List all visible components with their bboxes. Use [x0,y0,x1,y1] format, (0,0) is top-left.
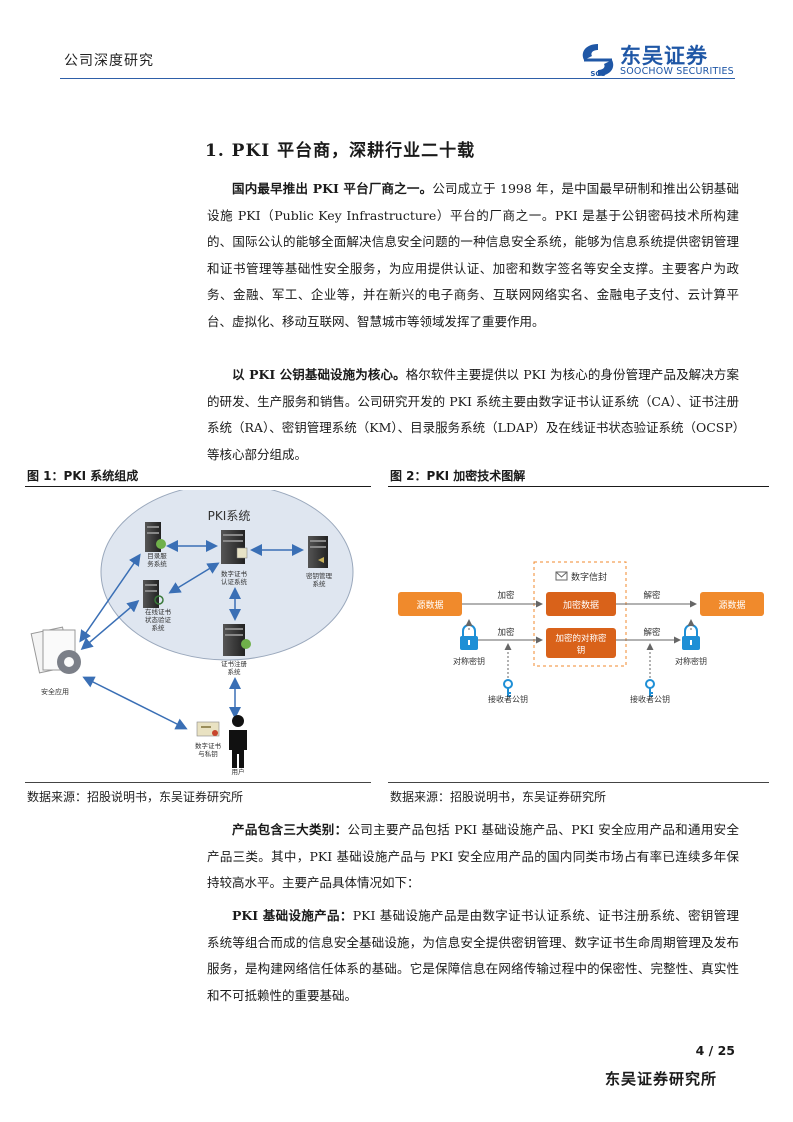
svg-text:系统: 系统 [228,667,242,676]
encrypted-data-box [546,592,616,616]
paragraph-2: 以 PKI 公钥基础设施为核心。格尔软件主要提供以 PKI 为核心的身份管理产品… [207,362,739,468]
svg-text:系统: 系统 [152,623,166,632]
svg-text:系统: 系统 [313,579,327,588]
cert-label: 数字证书 [195,741,222,750]
figure-2-diagram: 数字信封 源数据 源数据 加密数据 加密的对称密 钥 加密 解密 加密 解密 对… [398,561,764,704]
paragraph-2-lead: 以 PKI 公钥基础设施为核心。 [232,367,406,382]
figure-2-source: 数据来源：招股说明书，东吴证券研究所 [390,790,607,804]
figure-1-diagram: PKI系统 目录服 务系统 数字证书 认证系统 密钥管理 系统 在线证书 状态验… [30,490,354,776]
paragraph-1: 国内最早推出 PKI 平台厂商之一。公司成立于 1998 年，是中国最早研制和推… [207,176,739,335]
encrypted-key-label-line1: 加密的对称密 [555,633,607,644]
km-server-icon [308,536,328,568]
public-key-right-icon [645,679,655,697]
sym-key-right-label: 对称密钥 [675,656,707,666]
paragraph-3-body: 公司主要产品包括 PKI 基础设施产品、PKI 安全应用产品和通用安全产品三类。… [207,822,739,890]
ra-label: 证书注册 [221,659,248,668]
figure-2-bottom-rule [388,782,769,783]
page-number: 4 / 25 [695,1043,735,1058]
source-data-left-box [398,592,462,616]
directory-server-icon [145,522,166,552]
source-data-left-label: 源数据 [416,599,443,611]
sym-key-left-label: 对称密钥 [453,656,485,666]
svg-text:状态验证: 状态验证 [145,615,172,624]
source-data-right-box [700,592,764,616]
encrypted-key-label-line2: 钥 [577,645,586,656]
user-label: 用户 [232,767,245,776]
digital-envelope-box [533,561,627,667]
paragraph-2-body: 格尔软件主要提供以 PKI 为核心的身份管理产品及解决方案的研发、生产服务和销售… [207,367,739,462]
certificate-icon [196,721,220,737]
envelope-icon [555,571,568,581]
svg-text:务系统: 务系统 [147,559,167,568]
encrypt-label-2: 加密 [497,627,515,638]
source-data-right-label: 源数据 [718,599,745,611]
envelope-label: 数字信封 [571,571,607,583]
ra-server-icon [223,624,251,656]
decrypt-label-1: 解密 [643,590,661,601]
arrow-app-ocsp [80,600,140,650]
paragraph-3-lead: 产品包含三大类别： [232,822,348,837]
directory-label: 目录服 [147,552,167,560]
app-label: 安全应用 [41,687,69,696]
brand-logo-icon: SCS [582,44,614,78]
pubkey-left-label: 接收者公钥 [488,694,528,704]
decrypt-label-2: 解密 [643,627,661,638]
security-app-icon [30,626,81,674]
section-label: 公司深度研究 [64,53,154,69]
pki-cluster-label: PKI系统 [208,509,251,523]
paragraph-1-body: 公司成立于 1998 年，是中国最早研制和推出公钥基础设施 PKI（Public… [207,181,739,329]
paragraph-3: 产品包含三大类别：公司主要产品包括 PKI 基础设施产品、PKI 安全应用产品和… [207,817,739,897]
svg-text:认证系统: 认证系统 [221,577,248,586]
figure-1-bottom-rule [25,782,371,783]
public-key-left-icon [503,679,513,697]
encrypted-key-box [546,628,616,658]
figure-2-title: 图 2：PKI 加密技术图解 [390,469,526,483]
paragraph-4-lead: PKI 基础设施产品： [232,908,353,923]
paragraph-4: PKI 基础设施产品：PKI 基础设施产品是由数字证书认证系统、证书注册系统、密… [207,903,739,1009]
figure-2-top-rule [388,486,769,487]
paragraph-4-body: PKI 基础设施产品是由数字证书认证系统、证书注册系统、密钥管理系统等组合而成的… [207,908,739,1003]
ca-label: 数字证书 [221,569,248,578]
ocsp-server-icon [143,580,164,608]
header-divider [60,78,735,79]
footer-company: 东吴证券研究所 [604,1070,717,1088]
ca-server-icon [221,530,248,564]
encrypt-label-1: 加密 [497,590,515,601]
figure-1-title: 图 1：PKI 系统组成 [27,469,139,483]
figure-1-source: 数据来源：招股说明书，东吴证券研究所 [27,790,244,804]
brand-mark: SCS [590,70,605,78]
arrow-ocsp-ca [168,562,220,594]
pubkey-right-label: 接收者公钥 [630,694,670,704]
encrypted-data-label: 加密数据 [563,599,599,611]
arrow-app-cert [82,676,188,730]
paragraph-1-lead: 国内最早推出 PKI 平台厂商之一。 [232,181,433,196]
user-icon [229,715,247,768]
brand-name-en: SOOCHOW SECURITIES [620,66,734,77]
section-heading: 1. PKI 平台商，深耕行业二十载 [205,141,476,161]
svg-text:与私钥: 与私钥 [198,749,218,758]
figure-1-top-rule [25,486,371,487]
km-label: 密钥管理 [306,571,333,580]
brand-name-cn: 东吴证券 [620,44,708,68]
ocsp-label: 在线证书 [145,607,172,616]
